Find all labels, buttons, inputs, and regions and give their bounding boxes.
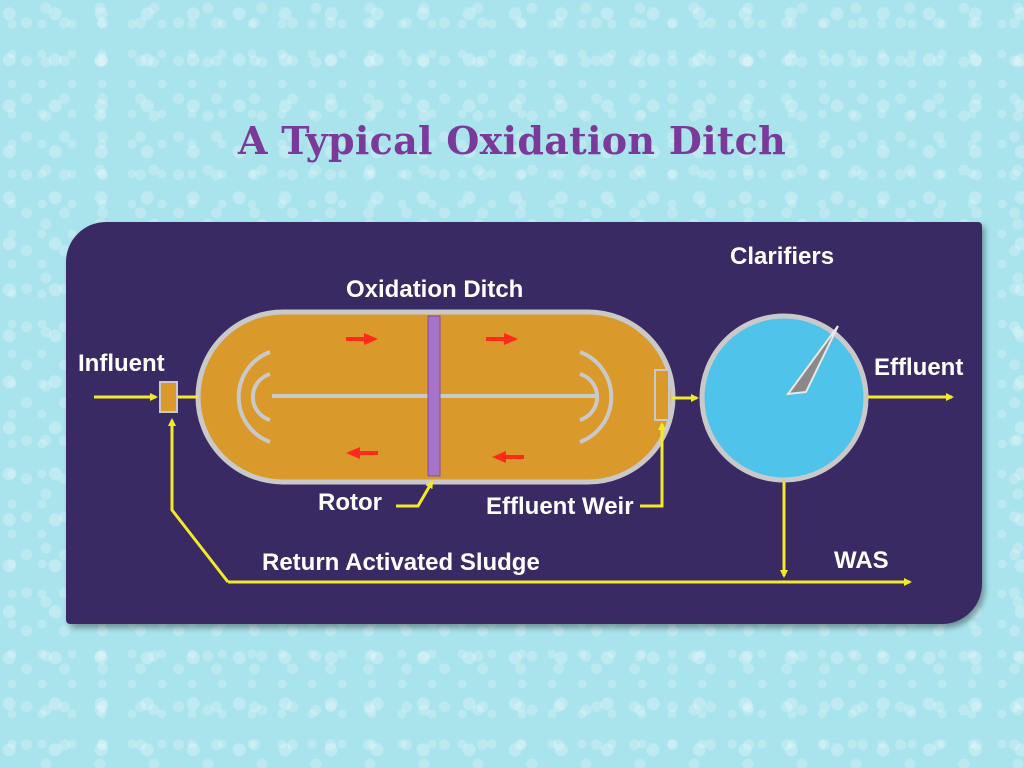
right-baffles — [579, 350, 614, 444]
flow-lines — [94, 393, 954, 586]
label-rotor: Rotor — [318, 489, 382, 516]
red-arrow-top-right — [486, 333, 518, 345]
label-effluent-weir: Effluent Weir — [486, 493, 634, 520]
red-arrow-bottom-left — [346, 447, 378, 459]
label-clarifiers: Clarifiers — [730, 243, 834, 270]
label-influent: Influent — [78, 350, 165, 377]
rotor-pointer — [396, 480, 434, 508]
label-was: WAS — [834, 547, 889, 574]
clarifier-scraper — [785, 325, 839, 396]
clarifier-circle — [699, 313, 869, 483]
red-arrow-top-left — [346, 333, 378, 345]
left-baffles — [236, 350, 271, 444]
label-oxidation-ditch: Oxidation Ditch — [346, 276, 523, 303]
flow-arrows-red — [346, 333, 524, 463]
weir-pointer — [640, 422, 666, 508]
red-arrow-bottom-right — [492, 451, 524, 463]
slide-title: A Typical Oxidation Ditch — [237, 118, 787, 163]
effluent-weir-box — [654, 369, 670, 421]
rotor — [427, 315, 441, 477]
influent-box — [159, 381, 178, 413]
label-effluent: Effluent — [874, 354, 963, 381]
label-return-activated-sludge: Return Activated Sludge — [262, 549, 540, 576]
return-sludge-line — [168, 418, 230, 583]
